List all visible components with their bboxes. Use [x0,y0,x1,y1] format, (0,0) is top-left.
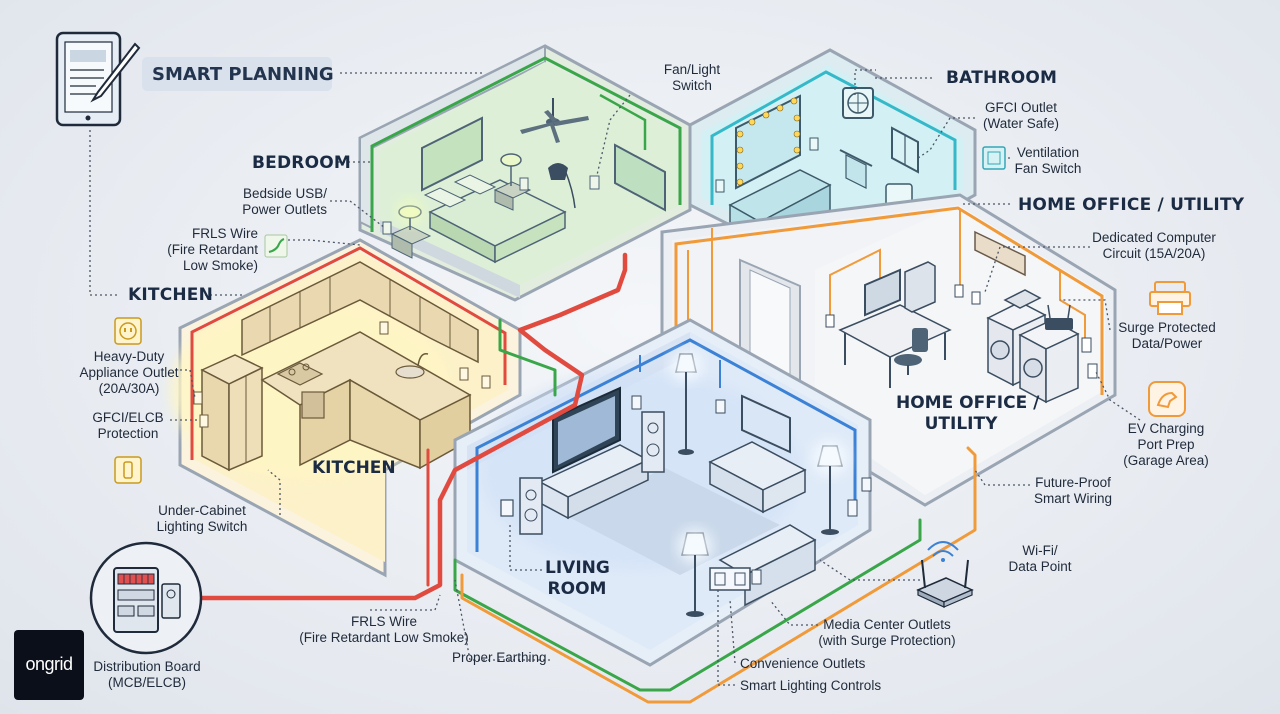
bedroom-heading: BEDROOM [252,153,351,173]
page-title: SMART PLANNING [152,64,334,85]
ev-plug-icon [1148,381,1186,417]
home-office-room-label: HOME OFFICE / UTILITY [896,393,1040,435]
home-office-room-label-2: UTILITY [924,414,998,434]
callout-text: EV Charging [1127,421,1205,436]
brand-logo: ongrid [14,630,84,700]
callout-text: Switch [672,78,712,93]
callout-text: Smart Wiring [1033,491,1112,506]
callout-text: Low Smoke) [182,258,258,273]
switch-icon [114,456,142,484]
callout-text: GFCI/ELCB [92,410,164,425]
callout-text: Surge Protected [1118,320,1216,335]
callout-wifi-data-point: Wi-Fi/ Data Point [1000,543,1080,575]
callout-convenience-outlets: Convenience Outlets [740,656,866,671]
callout-text: (Fire Retardant [167,242,258,257]
callout-text: Fan/Light [663,62,721,77]
callout-frls-wire-bottom: FRLS Wire (Fire Retardant Low Smoke) [294,614,474,646]
kitchen-block [170,238,522,578]
callout-text: Data/Power [1131,336,1203,351]
panel-icon [89,541,203,655]
home-office-block [660,193,1117,507]
router-icon [916,541,974,608]
ceiling-fan-icon [520,98,589,143]
living-room-label-2: ROOM [547,579,607,599]
wire-icon [264,234,288,258]
callout-text: FRLS Wire [191,226,258,241]
callout-text: Data Point [1008,559,1072,574]
outlet-icon [114,317,142,345]
callout-text: Appliance Outlet [79,365,179,380]
callout-ventilation-fan-switch: Ventilation Fan Switch [1008,145,1088,177]
callout-text: (with Surge Protection) [818,633,956,648]
living-room-label: LIVING ROOM [545,558,610,600]
callout-surge-protected: Surge Protected Data/Power [1110,320,1224,352]
callout-heavy-duty-outlet: Heavy-Duty Appliance Outlet (20A/30A) [70,349,188,397]
callout-text: FRLS Wire [350,614,417,629]
callout-text: (Water Safe) [982,116,1060,131]
callout-text: (MCB/ELCB) [107,675,186,690]
kitchen-heading: KITCHEN [128,285,214,305]
home-office-room-label-1: HOME OFFICE / [896,393,1040,413]
callout-media-center-outlets: Media Center Outlets (with Surge Protect… [812,617,962,649]
callout-text: Port Prep [1137,437,1195,452]
callout-text: Protection [97,426,159,441]
callout-proper-earthing: Proper Earthing [452,650,547,665]
callout-text: (20A/30A) [98,381,160,396]
callout-distribution-board: Distribution Board (MCB/ELCB) [88,659,206,691]
callout-text: Under-Cabinet [158,503,246,518]
callout-text: (Garage Area) [1123,453,1209,468]
callout-dedicated-circuit: Dedicated Computer Circuit (15A/20A) [1087,230,1221,262]
fan-switch-icon [982,146,1006,170]
callout-gfci-outlet: GFCI Outlet (Water Safe) [975,100,1067,132]
callout-text: Power Outlets [242,202,327,217]
smart-planning-banner: SMART PLANNING [142,57,334,91]
callout-text: Circuit (15A/20A) [1102,246,1206,261]
callout-text: Future-Proof [1035,475,1111,490]
callout-leader-lines [89,69,1141,686]
callout-text: Dedicated Computer [1092,230,1216,245]
callout-fan-light-switch: Fan/Light Switch [652,62,732,94]
callout-text: Distribution Board [93,659,201,674]
living-room-label-1: LIVING [545,558,610,578]
callout-gfci-elcb: GFCI/ELCB Protection [82,410,174,442]
printer-icon [1149,281,1191,315]
tablet-pen-icon [55,31,141,127]
callout-smart-lighting-controls: Smart Lighting Controls [740,678,882,693]
home-office-heading: HOME OFFICE / UTILITY [1018,195,1245,215]
callout-bedside-usb: Bedside USB/ Power Outlets [215,186,327,218]
living-room-block [453,318,872,667]
callout-text: Lighting Switch [156,519,248,534]
callout-text: (Fire Retardant Low Smoke) [299,630,469,645]
callout-future-proof-wiring: Future-Proof Smart Wiring [1026,475,1120,507]
kitchen-room-label: KITCHEN [312,458,396,478]
callout-text: GFCI Outlet [984,100,1057,115]
callout-ev-charging: EV Charging Port Prep (Garage Area) [1116,421,1216,469]
exhaust-fan-icon [842,87,874,119]
callout-text: Heavy-Duty [93,349,165,364]
callout-text: Bedside USB/ [242,186,327,201]
callout-text: Wi-Fi/ [1022,543,1058,558]
callout-text: Fan Switch [1014,161,1082,176]
bathroom-heading: BATHROOM [946,68,1058,88]
callout-text: Media Center Outlets [823,617,951,632]
callout-under-cabinet: Under-Cabinet Lighting Switch [150,503,254,535]
bedroom-block [358,44,692,302]
callout-frls-wire-top: FRLS Wire (Fire Retardant Low Smoke) [150,226,258,274]
callout-text: Ventilation [1016,145,1080,160]
logo-text: ongrid [25,654,73,674]
